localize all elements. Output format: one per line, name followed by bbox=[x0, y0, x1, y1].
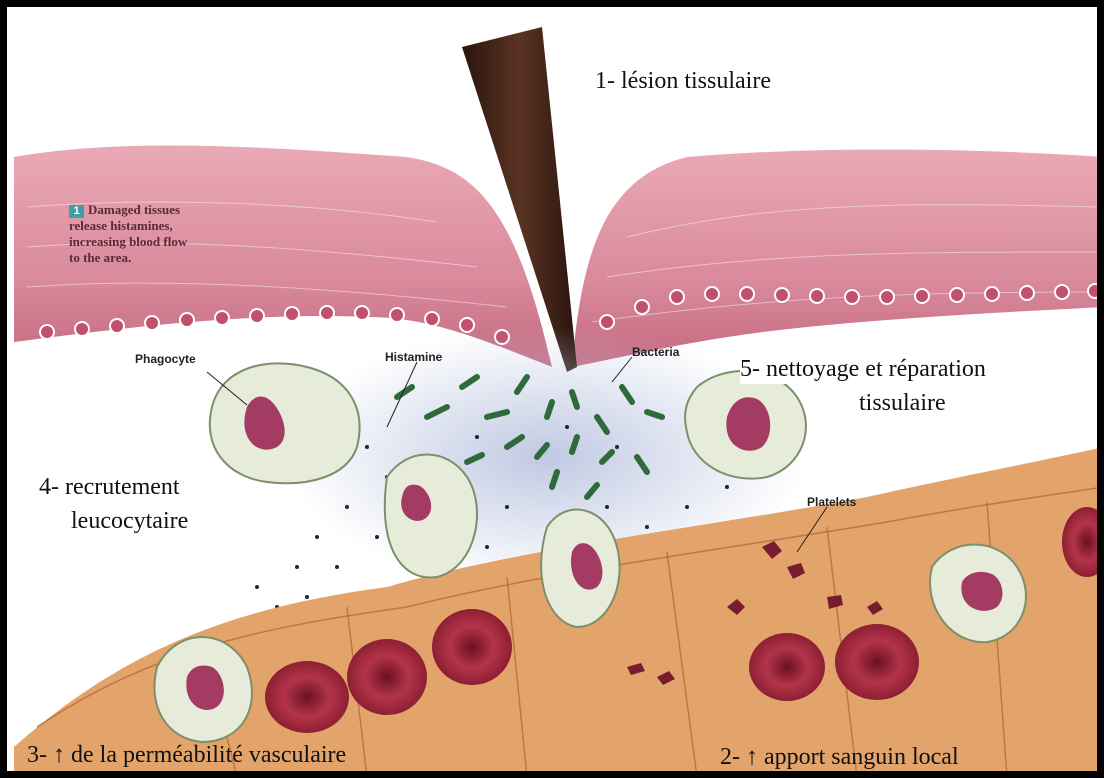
callout-line-3: increasing blood flow bbox=[69, 234, 187, 250]
callout-line-2: release histamines, bbox=[69, 218, 187, 234]
callout-number: 1 bbox=[69, 205, 84, 218]
histamine-label: Histamine bbox=[385, 350, 442, 364]
callout-line-4: to the area. bbox=[69, 250, 187, 266]
step1-label: 1- lésion tissulaire bbox=[595, 67, 771, 96]
step4-label-line2: leucocytaire bbox=[71, 507, 188, 536]
phagocyte-label: Phagocyte bbox=[135, 352, 196, 366]
step2-label: 2- ↑ apport sanguin local bbox=[720, 743, 959, 772]
step5-label-line1: 5- nettoyage et réparation bbox=[740, 355, 986, 384]
platelets-label: Platelets bbox=[807, 495, 856, 509]
callout-line-1: Damaged tissues bbox=[88, 202, 180, 217]
step5-label-line2: tissulaire bbox=[859, 389, 946, 418]
step3-label: 3- ↑ de la perméabilité vasculaire bbox=[27, 741, 346, 770]
step4-label-line1: 4- recrutement bbox=[39, 473, 180, 502]
damaged-tissue-callout: 1 Damaged tissues release histamines, inc… bbox=[69, 202, 187, 266]
bacteria-label: Bacteria bbox=[632, 345, 679, 359]
